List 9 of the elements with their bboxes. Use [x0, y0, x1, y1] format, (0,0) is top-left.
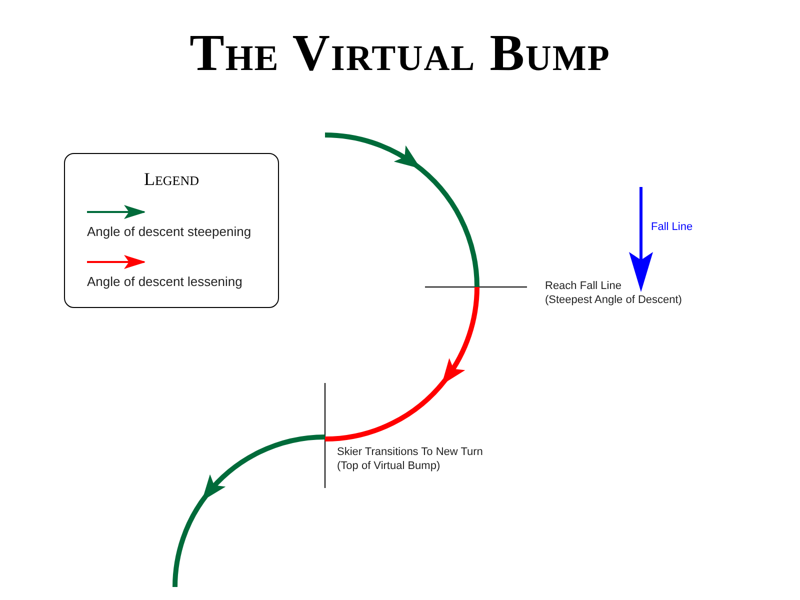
annotation-text: Reach Fall Line — [545, 279, 622, 294]
title: The Virtual Bump — [188, 28, 612, 80]
annotation-text: Fall Line — [651, 220, 693, 235]
annotation-text: (Top of Virtual Bump) — [337, 459, 440, 474]
annotation-text: Skier Transitions To New Turn — [337, 445, 483, 460]
legend-text: Angle of descent lessening — [87, 273, 242, 291]
annotation-text: (Steepest Angle of Descent) — [545, 293, 682, 308]
legend-text: Angle of descent steepening — [87, 223, 252, 241]
legend-title: Legend — [142, 168, 200, 191]
